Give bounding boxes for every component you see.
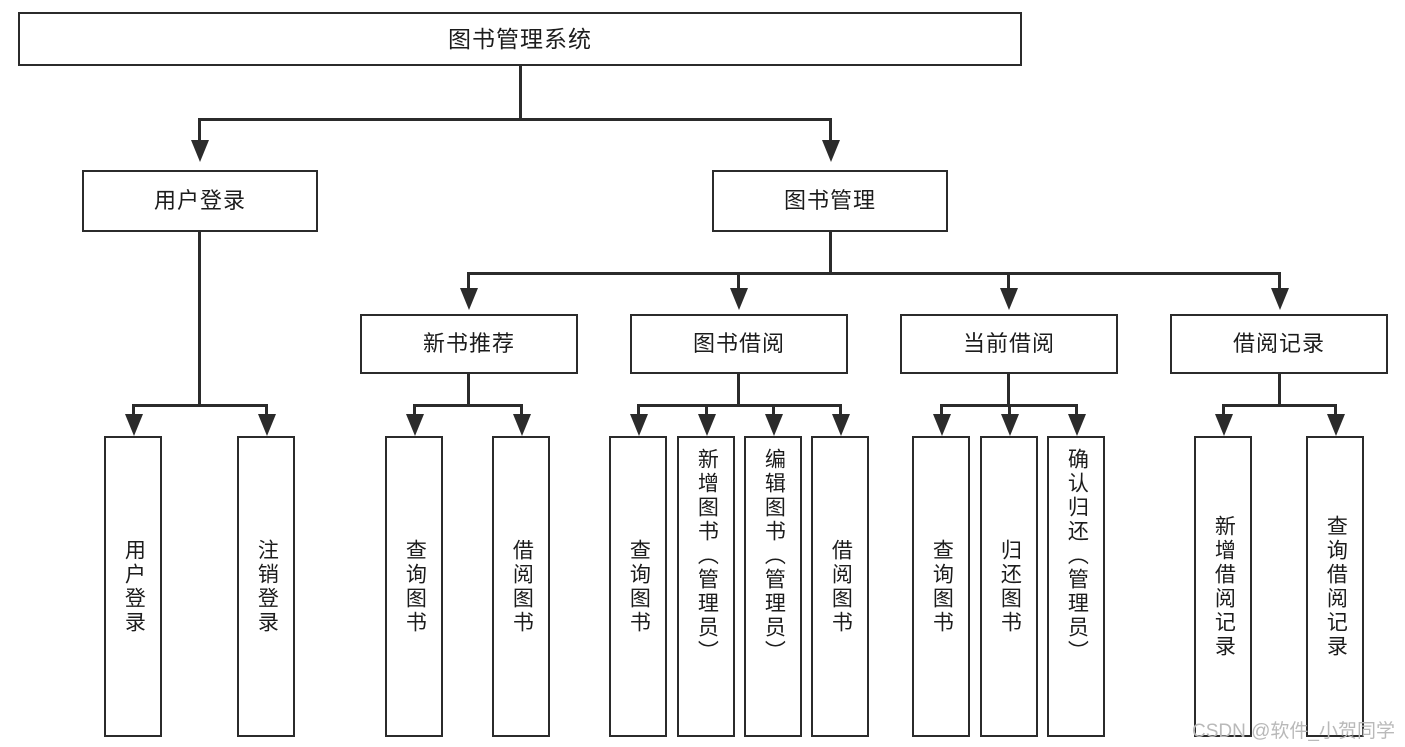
connector-level3-drop-0	[467, 272, 470, 290]
connector-user-login-stem	[198, 232, 201, 406]
node-label: 用户登录	[153, 188, 246, 213]
connector-level3-drop-2	[1007, 272, 1010, 290]
connector-user-login-drop-0	[132, 404, 135, 416]
arrowhead-borrow-leaf-3	[832, 414, 850, 436]
arrowhead-borrow-leaf-0	[630, 414, 648, 436]
arrowhead-current-leaf-1	[1001, 414, 1019, 436]
connector-current-drop-0	[940, 404, 943, 416]
node-label: 查询图书	[930, 538, 954, 635]
node-new-book-recommend[interactable]: 新书推荐	[360, 314, 578, 374]
connector-root-bus	[198, 118, 832, 121]
connector-borrow-drop-2	[772, 404, 775, 416]
node-label: 借阅图书	[829, 538, 853, 635]
connector-borrow-drop-3	[839, 404, 842, 416]
connector-drop-user-login	[198, 118, 201, 140]
node-label: 查询借阅记录	[1324, 514, 1348, 659]
connector-recommend-drop-0	[413, 404, 416, 416]
node-user-login[interactable]: 用户登录	[82, 170, 318, 232]
node-label: 归还图书	[998, 538, 1022, 635]
arrowhead-user-login	[191, 140, 209, 162]
arrowhead-book-manage	[822, 140, 840, 162]
connector-recommend-drop-1	[520, 404, 523, 416]
connector-borrow-stem	[737, 374, 740, 406]
leaf-current-query-book[interactable]: 查询图书	[912, 436, 970, 737]
arrowhead-recommend-leaf-1	[513, 414, 531, 436]
leaf-user-login-logout[interactable]: 注销登录	[237, 436, 295, 737]
connector-recommend-stem	[467, 374, 470, 406]
watermark-text: CSDN @软件_小贺同学	[1192, 721, 1395, 742]
leaf-borrow-query-book[interactable]: 查询图书	[609, 436, 667, 737]
node-label: 图书借阅	[692, 331, 785, 356]
arrowhead-level3-1	[730, 288, 748, 310]
arrowhead-user-login-leaf-1	[258, 414, 276, 436]
node-label: 借阅图书	[510, 538, 534, 635]
connector-borrow-drop-1	[705, 404, 708, 416]
node-label: 查询图书	[403, 538, 427, 635]
connector-user-login-drop-1	[265, 404, 268, 416]
leaf-current-return-book[interactable]: 归还图书	[980, 436, 1038, 737]
connector-current-stem	[1007, 374, 1010, 406]
connector-user-login-bus	[132, 404, 268, 407]
leaf-borrow-borrow-book[interactable]: 借阅图书	[811, 436, 869, 737]
arrowhead-current-leaf-2	[1068, 414, 1086, 436]
leaf-borrow-add-book-admin[interactable]: 新增图书（管理员）	[677, 436, 735, 737]
connector-level3-drop-3	[1278, 272, 1281, 290]
arrowhead-record-leaf-1	[1327, 414, 1345, 436]
node-label: 新增借阅记录	[1212, 514, 1236, 659]
arrowhead-recommend-leaf-0	[406, 414, 424, 436]
connector-record-drop-1	[1334, 404, 1337, 416]
node-label: 编辑图书（管理员）	[762, 448, 786, 664]
node-label: 用户登录	[122, 538, 146, 635]
node-root-system[interactable]: 图书管理系统	[18, 12, 1022, 66]
connector-recommend-bus	[413, 404, 523, 407]
node-label: 注销登录	[255, 538, 279, 635]
leaf-record-add-record[interactable]: 新增借阅记录	[1194, 436, 1252, 737]
node-borrow-record[interactable]: 借阅记录	[1170, 314, 1388, 374]
connector-book-manage-stem	[829, 232, 832, 274]
node-label: 借阅记录	[1232, 331, 1325, 356]
arrowhead-level3-3	[1271, 288, 1289, 310]
node-book-borrow[interactable]: 图书借阅	[630, 314, 848, 374]
node-label: 图书管理	[783, 188, 876, 213]
connector-current-drop-1	[1008, 404, 1011, 416]
arrowhead-current-leaf-0	[933, 414, 951, 436]
arrowhead-borrow-leaf-2	[765, 414, 783, 436]
arrowhead-level3-2	[1000, 288, 1018, 310]
connector-borrow-drop-0	[637, 404, 640, 416]
arrowhead-record-leaf-0	[1215, 414, 1233, 436]
leaf-recommend-query-book[interactable]: 查询图书	[385, 436, 443, 737]
leaf-current-confirm-return-admin[interactable]: 确认归还（管理员）	[1047, 436, 1105, 737]
node-label: 当前借阅	[962, 331, 1055, 356]
connector-root-stem	[519, 66, 522, 120]
node-current-borrow[interactable]: 当前借阅	[900, 314, 1118, 374]
connector-level3-bus	[467, 272, 1281, 275]
arrowhead-user-login-leaf-0	[125, 414, 143, 436]
connector-current-drop-2	[1075, 404, 1078, 416]
node-label: 新增图书（管理员）	[695, 448, 719, 664]
connector-drop-book-manage	[829, 118, 832, 140]
leaf-record-query-record[interactable]: 查询借阅记录	[1306, 436, 1364, 737]
connector-record-stem	[1278, 374, 1281, 406]
node-book-management[interactable]: 图书管理	[712, 170, 948, 232]
node-label: 图书管理系统	[448, 25, 592, 52]
arrowhead-borrow-leaf-1	[698, 414, 716, 436]
leaf-borrow-edit-book-admin[interactable]: 编辑图书（管理员）	[744, 436, 802, 737]
node-label: 确认归还（管理员）	[1065, 448, 1089, 664]
leaf-recommend-borrow-book[interactable]: 借阅图书	[492, 436, 550, 737]
connector-record-drop-0	[1222, 404, 1225, 416]
connector-level3-drop-1	[737, 272, 740, 290]
leaf-user-login-login[interactable]: 用户登录	[104, 436, 162, 737]
node-label: 查询图书	[627, 538, 651, 635]
connector-record-bus	[1222, 404, 1337, 407]
arrowhead-level3-0	[460, 288, 478, 310]
node-label: 新书推荐	[422, 331, 515, 356]
connector-borrow-bus	[637, 404, 842, 407]
